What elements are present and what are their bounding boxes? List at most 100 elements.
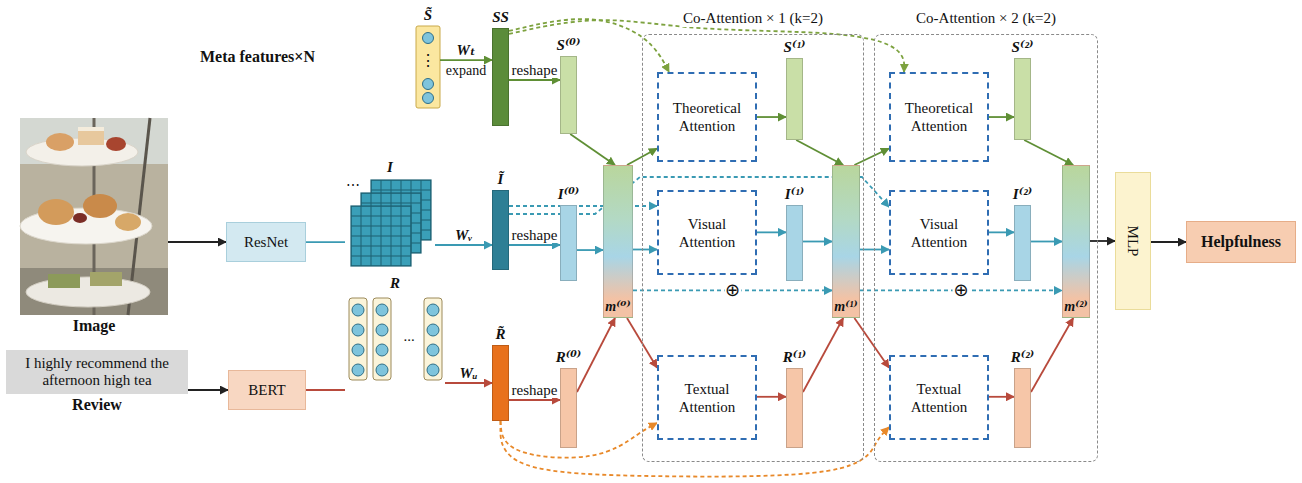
node-label: m⁽⁰⁾: [605, 299, 630, 315]
feature-bar-fill: [492, 190, 509, 270]
node-label: Ĩ: [498, 170, 504, 188]
feature-bar: S⁽⁰⁾: [557, 36, 581, 134]
node-label: S⁽⁰⁾: [557, 36, 581, 54]
input-label: Meta features×N: [200, 48, 315, 66]
connector: [509, 399, 560, 401]
attention-module: Theoretical Attention: [889, 72, 989, 162]
node-label: Theoretical Attention: [665, 99, 749, 135]
food-photo: [20, 118, 168, 315]
fused-feature-bar: m⁽¹⁾: [832, 165, 860, 318]
node-label: Co-Attention × 2 (k=2): [913, 9, 1059, 27]
connector: [633, 249, 657, 251]
attention-module: Visual Attention: [657, 190, 757, 275]
feature-bar-fill: [1014, 368, 1031, 448]
connector: [509, 79, 560, 81]
feature-bar-fill: [560, 368, 577, 448]
feature-bar: I⁽²⁾: [1013, 185, 1032, 281]
connector-label: Wₜ: [455, 42, 478, 58]
connector: [1031, 241, 1062, 243]
connector: [1031, 318, 1073, 392]
feature-bar: SS: [492, 8, 509, 126]
mlp-box: MLP: [1115, 172, 1151, 310]
connector: [509, 205, 657, 207]
food-photo: [83, 194, 117, 218]
node-label: Co-Attention × 1 (k=2): [680, 9, 826, 27]
token-embeddings: [349, 298, 367, 380]
meta-feature-vector: [416, 26, 440, 108]
annotation: ⋮: [420, 52, 436, 70]
feature-bar: R̃: [492, 325, 509, 421]
node-label: S̃: [424, 6, 432, 24]
food-photo: [73, 213, 87, 223]
token-embeddings: [376, 304, 388, 316]
food-photo: [38, 199, 74, 225]
node-label: R⁽²⁾: [1011, 348, 1034, 366]
output-box: Helpfulness: [1186, 221, 1296, 263]
node-label: Visual Attention: [665, 215, 749, 251]
node-label: Textual Attention: [897, 380, 981, 416]
feature-bar: R⁽²⁾: [1011, 348, 1034, 448]
co-attention-block: Co-Attention × 1 (k=2)Theoretical Attent…: [642, 34, 864, 462]
token-embeddings: [373, 298, 391, 380]
connector: [854, 318, 889, 368]
fused-feature-bar: m⁽²⁾: [1062, 165, 1090, 318]
node-label: R⁽⁰⁾: [556, 348, 582, 366]
food-photo: [115, 213, 141, 231]
connector: [803, 241, 832, 243]
food-photo: [78, 127, 104, 131]
connector: [435, 244, 492, 246]
connector: [757, 116, 786, 118]
sum-symbol: ⊕: [724, 281, 741, 299]
token-embeddings: [352, 344, 364, 356]
node-label: I⁽¹⁾: [785, 185, 804, 203]
node-label: Theoretical Attention: [897, 99, 981, 135]
attention-module: Textual Attention: [889, 355, 989, 440]
connector: [1024, 140, 1073, 165]
feature-bar-fill: [560, 56, 577, 134]
feature-bar-fill: [560, 205, 577, 281]
input-image: Image: [20, 118, 168, 335]
feature-bar-fill: [786, 368, 803, 448]
token-embeddings: [424, 298, 442, 380]
token-embeddings: [427, 324, 439, 336]
feature-bar-fill: [786, 58, 803, 140]
co-attention-block: Co-Attention × 2 (k=2)Theoretical Attent…: [874, 34, 1098, 462]
connector: [1151, 241, 1186, 243]
connector: [306, 389, 345, 391]
connector: [757, 396, 786, 398]
review-box: I highly recommend the afternoon high te…: [6, 350, 188, 394]
node-label: MLP: [1124, 226, 1142, 257]
feature-bar-fill: [492, 28, 509, 126]
token-embeddings: [376, 324, 388, 336]
feature-bar: I⁽⁰⁾: [558, 185, 579, 281]
food-photo: [46, 133, 74, 151]
connector: [509, 244, 560, 246]
connector: [440, 59, 492, 61]
feature-bar: Ĩ: [492, 170, 509, 270]
node-label: R⁽¹⁾: [783, 348, 806, 366]
attention-module: Textual Attention: [657, 355, 757, 440]
food-photo: [48, 274, 80, 288]
node-label: m⁽²⁾: [1064, 299, 1087, 315]
image-feature-map: [351, 206, 411, 266]
annotation: ⋯: [346, 178, 360, 194]
connector: [570, 134, 615, 165]
review-text-box: I highly recommend the afternoon high te…: [6, 350, 188, 414]
node-label: m⁽¹⁾: [834, 299, 857, 315]
feature-bar-fill: [1014, 205, 1031, 281]
connector: [757, 231, 786, 233]
sum-symbol: ⊕: [952, 281, 969, 299]
food-photo: [20, 118, 168, 315]
connector: [501, 421, 658, 458]
connector: [989, 396, 1014, 398]
feature-bar-fill: [1014, 58, 1031, 140]
feature-bar: S⁽¹⁾: [784, 38, 806, 140]
node-label: BERT: [248, 381, 285, 399]
feature-bar: R⁽¹⁾: [783, 348, 806, 448]
node-label: I⁽⁰⁾: [558, 185, 579, 203]
node-label: Textual Attention: [665, 380, 749, 416]
feature-bar: R⁽⁰⁾: [556, 348, 582, 448]
node-label: I highly recommend the afternoon high te…: [12, 355, 182, 389]
meta-feature-vector: [416, 26, 440, 108]
picture-area: [20, 118, 168, 315]
